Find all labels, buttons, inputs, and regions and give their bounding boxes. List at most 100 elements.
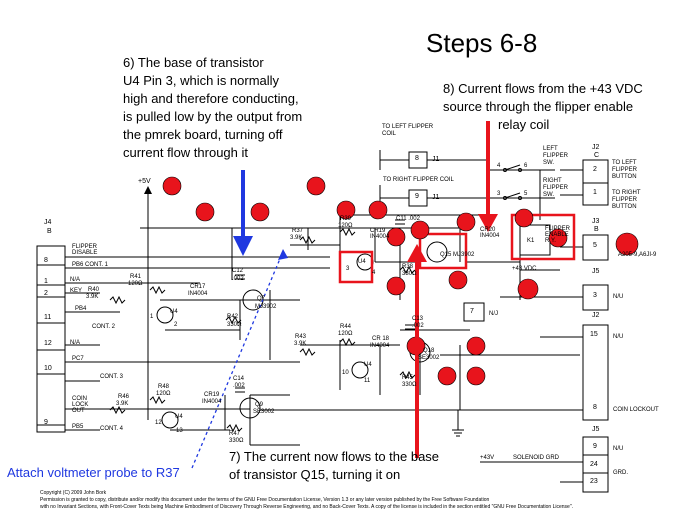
cr19b-label: CR19 (204, 392, 220, 398)
pin-num: 1 (150, 314, 154, 320)
pin-num: 2 (174, 322, 178, 328)
cont3-label: CONT. 3 (100, 374, 124, 380)
c14-value: .002 (233, 383, 245, 389)
left-flipper-sw-label: LEFT FLIPPER SW. (543, 146, 569, 166)
na-label: N/A (70, 277, 81, 283)
step8-line: 8) Current flows from the +43 VDC (443, 81, 643, 96)
to-right-flipper-button-label: TO RIGHT FLIPPER BUTTON (612, 190, 641, 210)
red-dot (466, 336, 486, 356)
red-dot (437, 366, 457, 386)
red-dot (306, 176, 326, 196)
red-dot (336, 200, 356, 220)
j5b-pin: 23 (590, 478, 598, 485)
blue-arrow-head (233, 236, 253, 256)
red-arrow-step8-head (478, 214, 498, 232)
r37-value: 3.9K (290, 235, 303, 241)
step8-line: relay coil (498, 117, 550, 132)
flipper-disable-label: FLIPPER DISABLE (72, 244, 98, 256)
r45-value: 330Ω (402, 382, 417, 388)
cr19b-value: IN4004 (202, 399, 222, 405)
j5b-name: J5 (592, 426, 600, 433)
cont2-label: CONT. 2 (92, 324, 116, 330)
red-dot (448, 270, 468, 290)
coin-lockout-right-label: COIN LOCKOUT (613, 407, 659, 413)
cont4-label: CONT. 4 (100, 426, 124, 432)
c12-value: .002 (232, 276, 244, 282)
step6-annotation: 6) The base of transistor U4 Pin 3, whic… (123, 54, 302, 162)
q9-value: SE3002 (253, 409, 275, 415)
nu1-label: N/U (613, 294, 624, 300)
step6-line: current flow through it (123, 145, 249, 160)
q18-label: Q18 (423, 348, 435, 354)
red-arrow-step7-head (407, 244, 427, 262)
red-dot (162, 176, 182, 196)
j4-pin: 11 (44, 314, 52, 321)
copyright-line: with no Invariant Sections, with Front-C… (40, 504, 573, 510)
voltmeter-note: Attach voltmeter probe to R37 (7, 465, 180, 480)
red-dot (517, 278, 539, 300)
r44-value: 120Ω (338, 331, 353, 337)
r47-label: R47 (229, 431, 241, 437)
r45-label: R45 (402, 375, 414, 381)
j5-pin: 3 (593, 292, 597, 299)
j1-pin8-sub: J1 (432, 156, 440, 163)
red-dot (386, 227, 406, 247)
to-left-flipper-coil-label: TO LEFT FLIPPER COIL (382, 124, 434, 137)
j2b-pin: 15 (590, 331, 598, 338)
c13-label: C13 (412, 316, 424, 322)
nu2-label: N/U (613, 334, 624, 340)
step7-annotation: 7) The current now flows to the base of … (229, 448, 439, 484)
red-dot (250, 202, 270, 222)
pb4-label: PB4 (75, 306, 87, 312)
plus43vdc-label: +43 VDC (512, 266, 537, 272)
j3-pin: 5 (593, 242, 597, 249)
r42-value: 330Ω (227, 322, 242, 328)
pb5-label: PB5 (72, 424, 84, 430)
copyright-block: Copyright (C) 2009 John Bork Permission … (40, 490, 670, 511)
to-left-flipper-button-label: TO LEFT FLIPPER BUTTON (612, 160, 638, 180)
r41-label: R41 (130, 274, 142, 280)
j4-pin: 12 (44, 340, 52, 347)
step7-line: 7) The current now flows to the base (229, 449, 440, 464)
plus43v-label: +43V (480, 455, 495, 461)
cr18-label: CR 18 (372, 336, 390, 342)
pin-num: 11 (364, 378, 371, 384)
j5-name: J5 (592, 268, 600, 275)
u4-low-label: U4 (364, 362, 372, 368)
j2b-pin: 8 (593, 404, 597, 411)
r38-value: 330Ω (402, 271, 417, 277)
to-right-flipper-coil-label: TO RIGHT FLIPPER COIL (383, 177, 454, 183)
red-dot (410, 220, 430, 240)
j4-pin: 9 (44, 419, 48, 426)
j2-pin: 1 (593, 189, 597, 196)
j2-pin: 2 (593, 166, 597, 173)
c14-label: C14 (233, 376, 245, 382)
q15-label: Q15 MJ3902 (440, 252, 475, 258)
cr20-label: CR20 IN4004 (480, 227, 500, 239)
coin-lockout-left-label: COIN LOCK OUT (72, 396, 89, 414)
u4-mid-label: U4 (170, 309, 178, 315)
r41-value: 120Ω (128, 281, 143, 287)
r40-label: R40 (88, 287, 100, 293)
pin-num: 12 (155, 420, 162, 426)
r42-label: R42 (227, 314, 239, 320)
j5-pin: 7 (470, 308, 474, 315)
sw-num: 3 (497, 191, 501, 197)
r48-value: 120Ω (156, 391, 171, 397)
r47-value: 330Ω (229, 438, 244, 444)
j3-name: J3 (592, 218, 600, 225)
cr17-value: IN4004 (188, 291, 208, 297)
step8-line: source through the flipper enable (443, 99, 634, 114)
u4-bot-label: U4 (175, 414, 183, 420)
red-dot (195, 202, 215, 222)
r43-label: R43 (295, 334, 307, 340)
j5-pin7-body (463, 302, 485, 322)
j4-pin: 8 (44, 257, 48, 264)
j3-sub: B (594, 226, 599, 233)
highlight-box-u4-top (338, 250, 374, 284)
j4-name: J4 (44, 219, 52, 226)
sw-num: 5 (524, 191, 528, 197)
step7-line: of transistor Q15, turning it on (229, 467, 401, 482)
red-dot (368, 200, 388, 220)
